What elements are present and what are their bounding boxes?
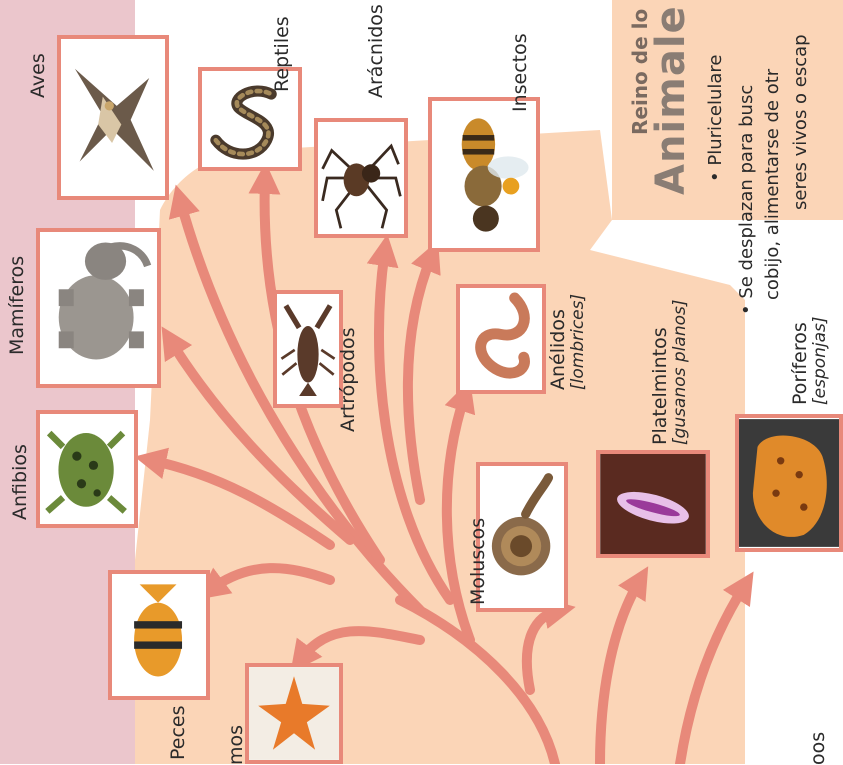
label-aracnidos: Arácnidos [366,4,387,98]
starfish-card [245,663,343,764]
label-moluscos: Moluscos [468,518,489,605]
bullet-movement-2: cobijo, alimentarse de otr [762,69,783,300]
bullet-multicellular: • Pluricelulare [705,55,726,183]
spider-icon [318,122,404,234]
crayfish-icon [277,294,339,404]
branch-insectos [408,255,432,500]
crayfish-card [273,290,343,408]
frog-card [36,410,138,528]
snail-card [476,462,568,612]
label-anfibios: Anfibios [10,444,31,520]
bee-icon [432,101,536,248]
label-equinodermos: mos [226,725,247,765]
frog-icon [40,414,134,524]
bird-icon [61,39,165,196]
elephant-icon [40,232,157,384]
label-poriferos-sub: [esponjas] [811,316,830,405]
worm-icon [460,288,542,390]
sponge-icon [739,418,839,548]
label-anelidos-sub: [lombrices] [569,294,588,390]
label-reptiles: Reptiles [272,16,293,92]
worm-card [456,284,546,394]
fish-icon [112,574,206,696]
branch-platelmintos [600,580,640,764]
bullet-movement-3: seres vivos o escap [790,34,811,210]
label-platelmintos: Platelmintos [gusanos planos] [650,299,690,445]
label-platelmintos-sub: [gusanos planos] [671,299,690,445]
label-aves: Aves [28,53,49,98]
label-artropodos: Artrópodos [338,327,359,432]
flatworm-icon [600,454,706,554]
bird-card [57,35,169,200]
label-anelidos: Anélidos [lombrices] [548,294,588,390]
bee-card [428,97,540,252]
label-peces: Peces [168,705,189,760]
label-poriferos: Poríferos [esponjas] [790,316,830,405]
label-mamiferos: Mamíferos [7,256,28,355]
branch-peces [210,568,330,590]
fish-card [108,570,210,700]
label-cnidarios: oos [808,732,829,765]
flatworm-card [596,450,710,558]
kingdom-title: Animale [648,5,694,195]
spider-card [314,118,408,238]
snail-icon [480,466,564,608]
label-insectos: Insectos [510,33,531,112]
starfish-icon [249,667,339,760]
branch-poriferos [680,585,745,764]
sponge-card [735,414,843,552]
branch-moluscos [527,610,560,690]
bullet-movement-1: • Se desplazan para busc [736,85,757,315]
branch-equinodermos [300,631,420,660]
elephant-card [36,228,161,388]
